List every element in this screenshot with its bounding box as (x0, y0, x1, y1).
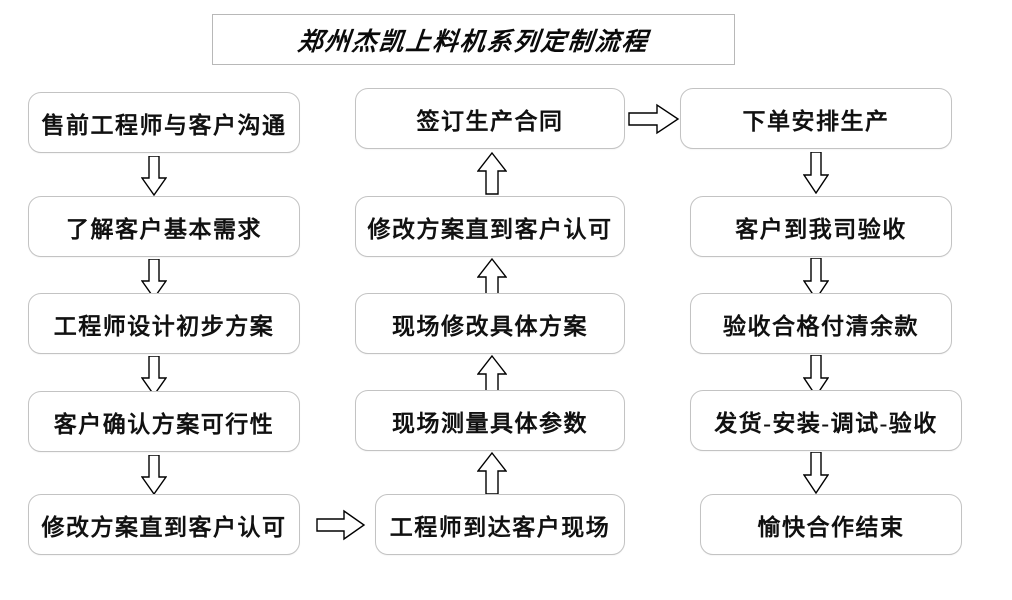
node-onsite-revise-plan[interactable]: 现场修改具体方案 (355, 293, 625, 354)
arrow-down-icon (803, 258, 829, 300)
node-sign-production-contract[interactable]: 签订生产合同 (355, 88, 625, 149)
node-label: 现场测量具体参数 (392, 410, 588, 436)
node-label: 修改方案直到客户认可 (41, 514, 287, 540)
arrow-down-icon (803, 355, 829, 397)
arrow-up-icon (477, 452, 507, 495)
node-label: 了解客户基本需求 (66, 216, 262, 242)
node-label: 发货-安装-调试-验收 (714, 410, 938, 436)
arrow-down-icon (141, 356, 167, 396)
node-label: 客户确认方案可行性 (53, 411, 275, 437)
arrow-right-icon (316, 509, 366, 541)
node-label: 工程师到达客户现场 (389, 514, 611, 540)
arrow-down-icon (141, 156, 167, 196)
node-engineer-initial-design[interactable]: 工程师设计初步方案 (28, 293, 300, 354)
arrow-up-icon (477, 152, 507, 195)
node-pre-sales-communication[interactable]: 售前工程师与客户沟通 (28, 92, 300, 153)
node-engineer-arrive-onsite[interactable]: 工程师到达客户现场 (375, 494, 625, 555)
node-label: 下单安排生产 (742, 108, 890, 134)
chart-title-text: 郑州杰凯上料机系列定制流程 (296, 28, 651, 56)
node-label: 修改方案直到客户认可 (367, 216, 613, 242)
node-understand-requirements[interactable]: 了解客户基本需求 (28, 196, 300, 257)
arrow-down-icon (803, 152, 829, 194)
node-label: 验收合格付清余款 (723, 313, 919, 339)
arrow-down-icon (141, 259, 167, 299)
arrow-down-icon (141, 455, 167, 495)
node-ship-install-debug-accept[interactable]: 发货-安装-调试-验收 (690, 390, 962, 451)
arrow-down-icon (803, 452, 829, 494)
node-customer-acceptance-at-company[interactable]: 客户到我司验收 (690, 196, 952, 257)
node-pleasant-cooperation-end[interactable]: 愉快合作结束 (700, 494, 962, 555)
node-revise-until-approved-col2[interactable]: 修改方案直到客户认可 (355, 196, 625, 257)
node-revise-until-approved-col1[interactable]: 修改方案直到客户认可 (28, 494, 300, 555)
node-customer-confirm-feasibility[interactable]: 客户确认方案可行性 (28, 391, 300, 452)
chart-title-box: 郑州杰凯上料机系列定制流程 (212, 14, 735, 65)
node-label: 签订生产合同 (416, 108, 564, 134)
node-pay-balance-after-acceptance[interactable]: 验收合格付清余款 (690, 293, 952, 354)
node-label: 现场修改具体方案 (392, 313, 588, 339)
node-label: 愉快合作结束 (757, 514, 905, 540)
node-place-order-arrange-production[interactable]: 下单安排生产 (680, 88, 952, 149)
arrow-right-icon (628, 103, 680, 135)
node-label: 客户到我司验收 (735, 216, 907, 242)
node-label: 工程师设计初步方案 (53, 313, 275, 339)
node-onsite-measure-parameters[interactable]: 现场测量具体参数 (355, 390, 625, 451)
node-label: 售前工程师与客户沟通 (41, 112, 287, 138)
